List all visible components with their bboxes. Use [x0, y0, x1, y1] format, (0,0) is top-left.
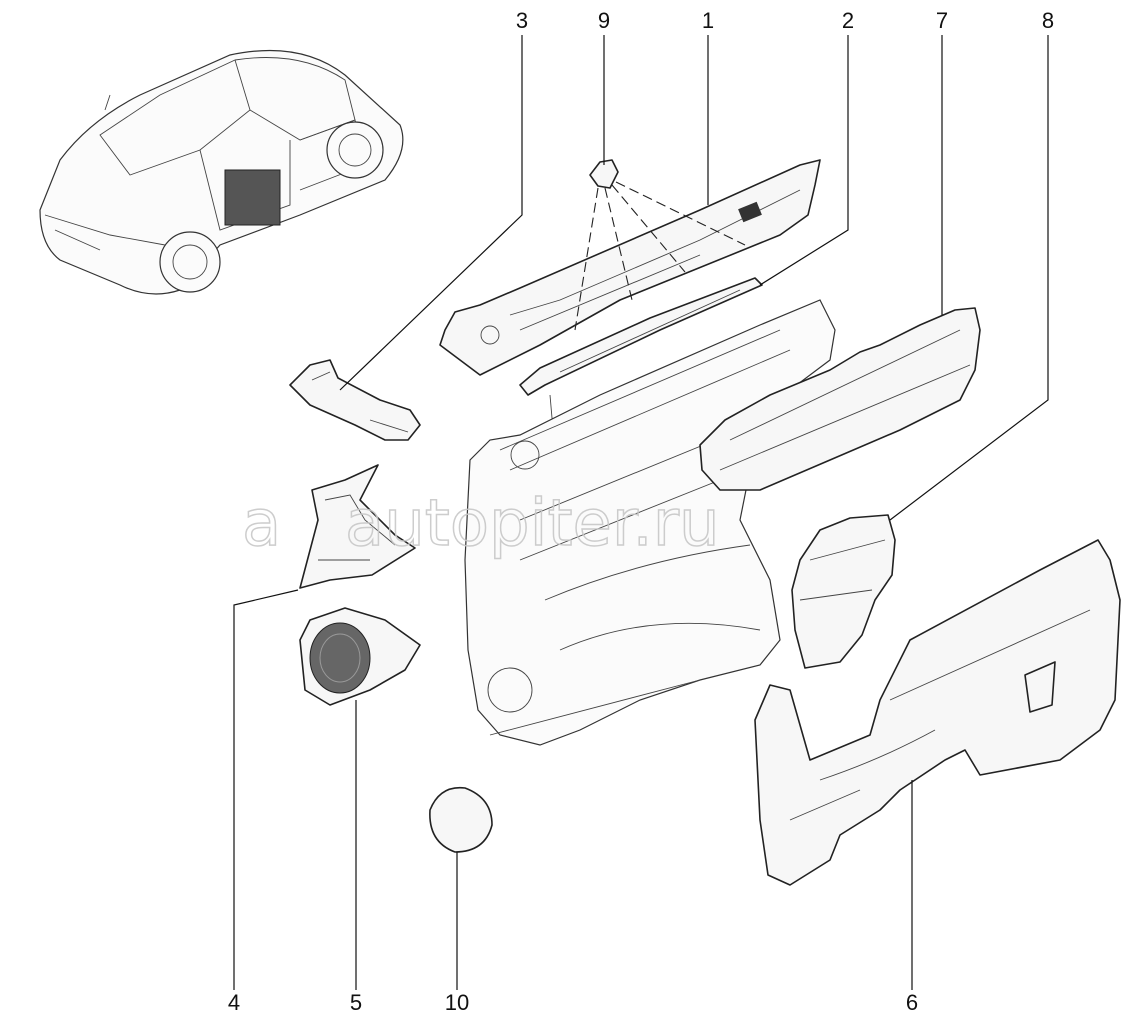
callout-5: 5 — [350, 990, 362, 1015]
part-10-plug — [429, 786, 493, 853]
part-9-clip — [574, 159, 746, 331]
callout-9: 9 — [598, 8, 610, 33]
callout-10: 10 — [445, 990, 469, 1015]
callout-4: 4 — [228, 990, 240, 1015]
part-1-upper-trim — [439, 159, 821, 376]
watermark-text: autopiter.ru — [345, 487, 720, 561]
callout-6: 6 — [906, 990, 918, 1015]
part-6-lower-panel — [754, 539, 1121, 886]
part-4-corner-trim — [299, 464, 416, 589]
part-5-speaker-grille — [299, 607, 421, 706]
part-7-armrest — [699, 307, 981, 491]
callout-1: 1 — [702, 8, 714, 33]
callout-7: 7 — [936, 8, 948, 33]
callout-3: 3 — [516, 8, 528, 33]
part-8-pocket — [791, 514, 896, 669]
callout-2: 2 — [842, 8, 854, 33]
leader-lines — [233, 35, 1049, 990]
watermark: a autopiter.ru — [241, 486, 720, 562]
part-2-strip — [519, 277, 763, 426]
car-thumbnail — [39, 49, 404, 295]
watermark-prefix: a — [242, 487, 281, 561]
callout-labels: 3 9 1 2 7 8 4 5 10 6 — [228, 8, 1054, 1015]
part-3-handle — [289, 359, 421, 441]
callout-8: 8 — [1042, 8, 1054, 33]
